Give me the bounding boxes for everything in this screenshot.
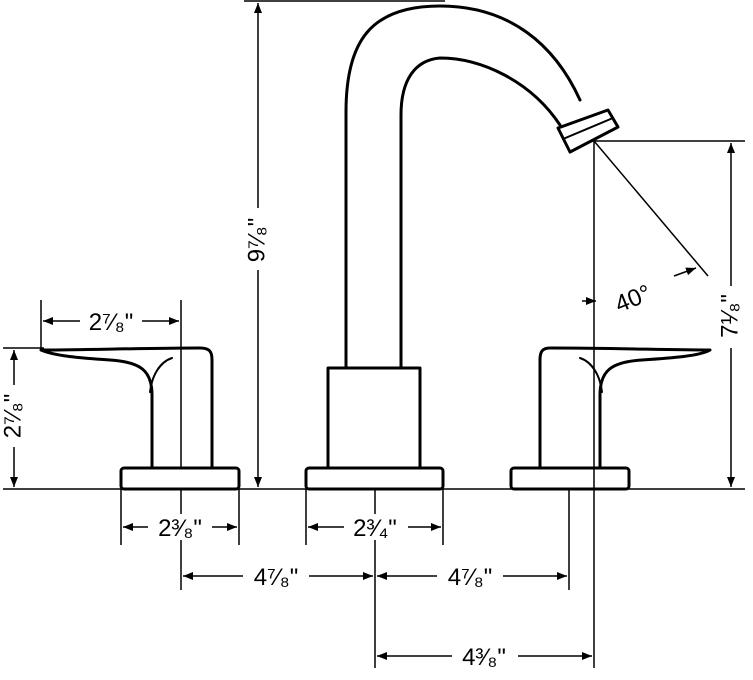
spout-reach-label: 4³⁄₈" — [462, 644, 506, 671]
handle-base-label: 2³⁄₈" — [158, 515, 202, 542]
right-handle-base — [509, 466, 631, 491]
spout-angle-label: 40° — [611, 280, 655, 319]
spout-body — [344, 4, 582, 370]
left-spacing-label: 4⁷⁄₈" — [254, 564, 299, 591]
spout-base-plate — [304, 466, 445, 491]
handle-reach-label: 2⁷⁄₈" — [89, 309, 134, 336]
handle-height-label: 2⁷⁄₈" — [0, 394, 26, 439]
left-handle-lever — [39, 346, 214, 470]
angle-arrow-right — [673, 267, 697, 277]
left-handle-edge — [149, 357, 173, 393]
spout-tip-band — [562, 117, 614, 140]
left-handle-base — [119, 466, 241, 491]
spout-tip — [556, 108, 620, 154]
overall-height-label: 9⁷⁄₈" — [243, 218, 270, 263]
right-handle-edge — [579, 357, 603, 393]
right-handle-lever — [538, 346, 712, 470]
spout-base-label: 2³⁄₄" — [353, 515, 397, 542]
spout-outlet-height-label: 7¹⁄₈" — [716, 294, 743, 338]
angle-reference-line — [593, 140, 709, 277]
right-spacing-label: 4⁷⁄₈" — [448, 564, 493, 591]
spout-collar — [326, 366, 422, 470]
